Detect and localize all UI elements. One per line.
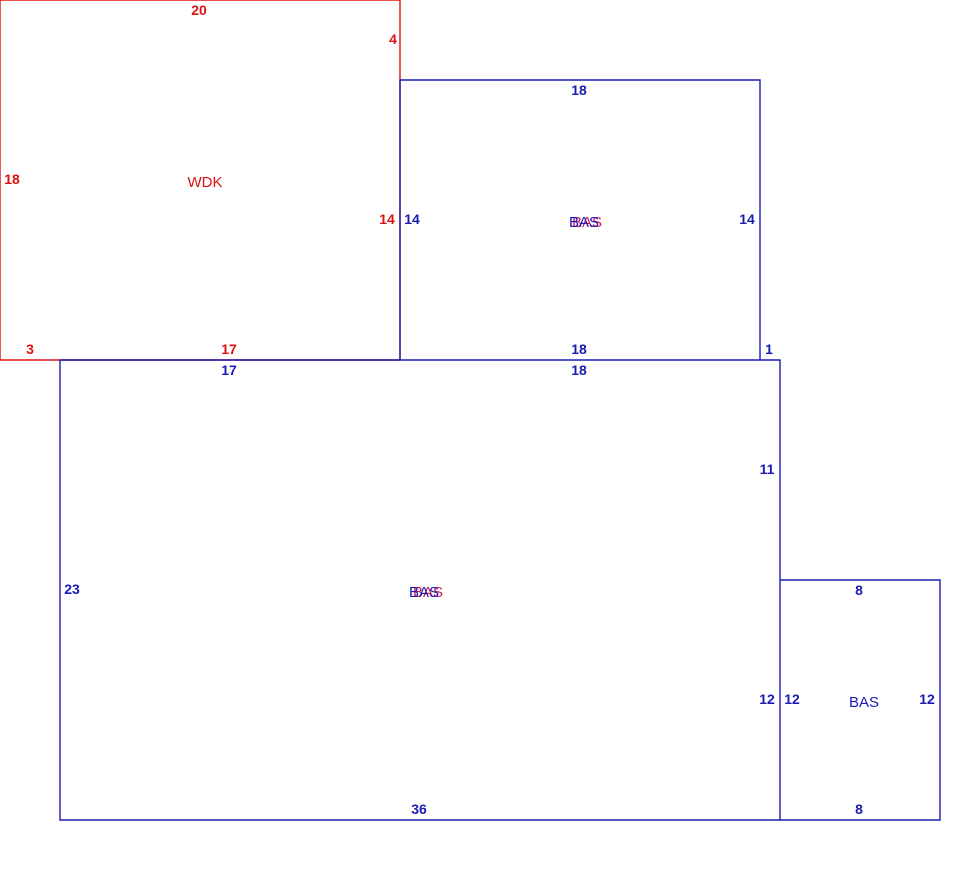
bas-main-dim-bottom: 36 <box>411 801 427 817</box>
bas-upper-area: BAS BAS 18 14 14 18 1 <box>399 79 773 360</box>
wdk-area: WDK 20 4 18 14 3 17 <box>0 0 401 361</box>
wdk-dim-top-right: 4 <box>389 31 397 47</box>
bas-main-area-label: BAS <box>409 584 439 601</box>
bas-side-dim-bottom: 8 <box>855 801 863 817</box>
bas-main-dim-top-left: 17 <box>221 362 237 378</box>
bas-main-dim-right-lower: 12 <box>759 691 775 707</box>
bas-upper-area-label: BAS <box>569 214 599 231</box>
wdk-dim-bottom: 17 <box>221 341 237 357</box>
bas-main-dim-top-right: 18 <box>571 362 587 378</box>
bas-upper-overlay-label: BAS <box>572 214 602 231</box>
bas-upper-dim-bottom: 18 <box>571 341 587 357</box>
bas-side-dim-right: 12 <box>919 691 935 707</box>
bas-side-dim-top: 8 <box>855 582 863 598</box>
bas-side-area: BAS 8 12 12 8 <box>780 579 941 821</box>
bas-side-dim-left: 12 <box>784 691 800 707</box>
bas-upper-outline <box>399 79 761 360</box>
bas-upper-dim-left: 14 <box>404 211 420 227</box>
wdk-dim-right: 14 <box>379 211 395 227</box>
bas-main-dim-left: 23 <box>64 581 80 597</box>
bas-side-outline <box>780 579 941 821</box>
wdk-dim-top: 20 <box>191 2 207 18</box>
bas-main-overlay-label: BAS <box>413 584 443 601</box>
bas-upper-dim-step: 1 <box>765 341 773 357</box>
bas-main-area: BAS BAS 17 18 23 11 12 36 <box>59 359 781 821</box>
wdk-area-label: WDK <box>188 174 223 191</box>
bas-side-area-label: BAS <box>849 694 879 711</box>
bas-upper-dim-right: 14 <box>739 211 755 227</box>
bas-upper-dim-top: 18 <box>571 82 587 98</box>
wdk-dim-bottom-left: 3 <box>26 341 34 357</box>
bas-main-dim-right-upper: 11 <box>760 461 775 477</box>
wdk-dim-left: 18 <box>4 171 20 187</box>
